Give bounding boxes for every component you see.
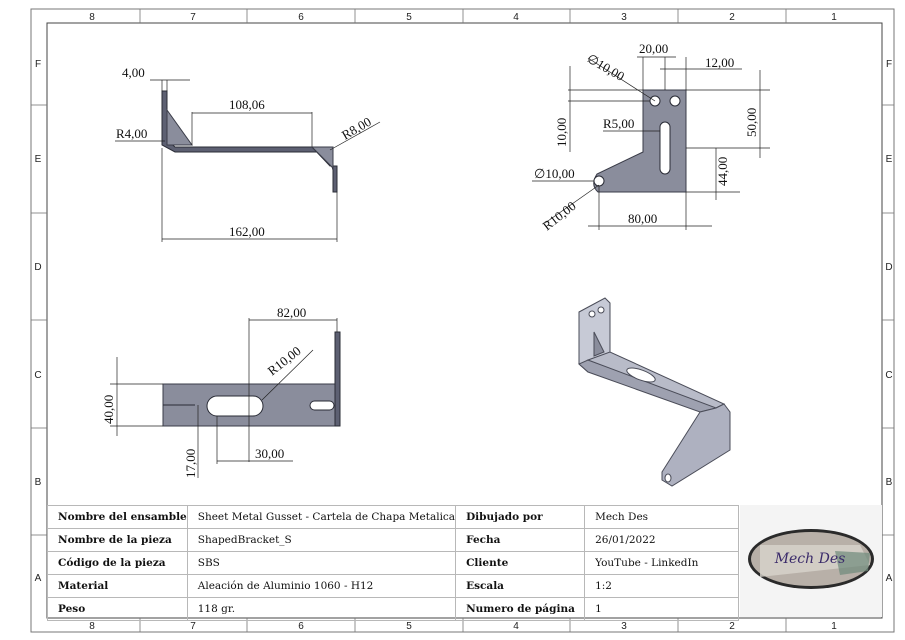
label-client: Cliente: [455, 551, 586, 575]
side-view: 4,00 108,06 R4,00 R8,00 162,00: [115, 65, 381, 242]
value-date: 26/01/2022: [584, 528, 739, 552]
dim-radius-outer: R8,00: [339, 114, 374, 143]
col-label-bottom: 4: [513, 621, 519, 632]
dim-thickness: 4,00: [122, 65, 145, 80]
dim-width: 108,06: [229, 97, 265, 112]
dim-spacing: 20,00: [639, 41, 668, 56]
label-part-code: Código de la pieza: [47, 551, 188, 575]
col-label-top: 4: [513, 12, 519, 23]
col-label-bottom: 1: [831, 621, 837, 632]
dim-tab-hole-diameter: ∅10,00: [534, 166, 575, 181]
label-scale: Escala: [455, 574, 586, 598]
label-weight: Peso: [47, 597, 188, 621]
col-label-top: 8: [89, 12, 95, 23]
row-label-right: B: [886, 477, 893, 488]
front-view: 20,00 12,00 ∅10,00 10,00 R5,00 50,00 44,…: [532, 41, 770, 233]
dim-height: 40,00: [101, 395, 116, 424]
outer-border: [30, 8, 895, 633]
logo-text: Mech Des: [774, 551, 846, 567]
col-label-top: 5: [406, 12, 412, 23]
label-material: Material: [47, 574, 188, 598]
dim-edge: 12,00: [705, 55, 734, 70]
isometric-view: [578, 297, 731, 487]
top-view: 82,00 R10,00 40,00 17,00 30,00: [101, 305, 341, 478]
label-drawn-by: Dibujado por: [455, 505, 586, 529]
value-page-number: 1: [584, 597, 739, 621]
row-label-right: F: [886, 59, 892, 70]
dim-hole-diameter: ∅10,00: [585, 51, 628, 84]
dim-slot-radius: R5,00: [603, 116, 634, 131]
label-part-name: Nombre de la pieza: [47, 528, 188, 552]
dim-slot-radius: R10,00: [265, 343, 304, 378]
row-label-right: D: [885, 262, 892, 273]
col-label-bottom: 5: [406, 621, 412, 632]
col-label-bottom: 3: [621, 621, 627, 632]
row-label-right: E: [886, 154, 893, 165]
row-label-right: C: [885, 370, 892, 381]
value-material: Aleación de Aluminio 1060 - H12: [186, 574, 457, 598]
value-scale: 1:2: [584, 574, 739, 598]
col-label-top: 1: [831, 12, 837, 23]
zone-labels: 8 7 6 5 4 3 2 1 8 7 6 5 4 3 2 1 F E D C …: [34, 12, 892, 632]
dim-tab-radius: R10,00: [540, 198, 579, 233]
title-block: Nombre del ensamble Sheet Metal Gusset -…: [47, 505, 739, 621]
value-client: YouTube - LinkedIn: [584, 551, 739, 575]
value-part-name: ShapedBracket_S: [186, 528, 457, 552]
row-label-left: B: [35, 477, 42, 488]
mech-des-logo: Mech Des: [740, 505, 882, 617]
row-label-left: D: [34, 262, 41, 273]
dim-height-lower: 44,00: [715, 157, 730, 186]
title-row: Peso 118 gr. Numero de página 1: [47, 597, 739, 621]
row-label-left: A: [35, 573, 42, 584]
dim-hole-offset: 10,00: [554, 118, 569, 147]
title-row: Material Aleación de Aluminio 1060 - H12…: [47, 574, 739, 598]
label-date: Fecha: [455, 528, 586, 552]
col-label-top: 2: [729, 12, 735, 23]
value-drawn-by: Mech Des: [584, 505, 739, 529]
value-part-code: SBS: [186, 551, 457, 575]
col-label-bottom: 8: [89, 621, 95, 632]
row-label-left: E: [35, 154, 42, 165]
dim-length: 82,00: [277, 305, 306, 320]
dim-radius-inner: R4,00: [116, 126, 147, 141]
title-row: Nombre de la pieza ShapedBracket_S Fecha…: [47, 528, 739, 552]
dim-height-total: 50,00: [744, 108, 759, 137]
col-label-bottom: 7: [190, 621, 196, 632]
value-assembly-name: Sheet Metal Gusset - Cartela de Chapa Me…: [186, 505, 457, 529]
row-label-left: C: [34, 370, 41, 381]
col-label-top: 6: [298, 12, 304, 23]
col-label-bottom: 6: [298, 621, 304, 632]
col-label-top: 3: [621, 12, 627, 23]
label-page-number: Numero de página: [455, 597, 586, 621]
dim-total: 162,00: [229, 224, 265, 239]
dim-slot-position: 17,00: [183, 449, 198, 478]
row-label-left: F: [35, 59, 41, 70]
title-row: Código de la pieza SBS Cliente YouTube -…: [47, 551, 739, 575]
title-row: Nombre del ensamble Sheet Metal Gusset -…: [47, 505, 739, 529]
col-label-top: 7: [190, 12, 196, 23]
row-label-right: A: [886, 573, 893, 584]
dim-slot-length: 30,00: [255, 446, 284, 461]
label-assembly-name: Nombre del ensamble: [47, 505, 188, 529]
col-label-bottom: 2: [729, 621, 735, 632]
value-weight: 118 gr.: [186, 597, 457, 621]
dim-width: 80,00: [628, 211, 657, 226]
